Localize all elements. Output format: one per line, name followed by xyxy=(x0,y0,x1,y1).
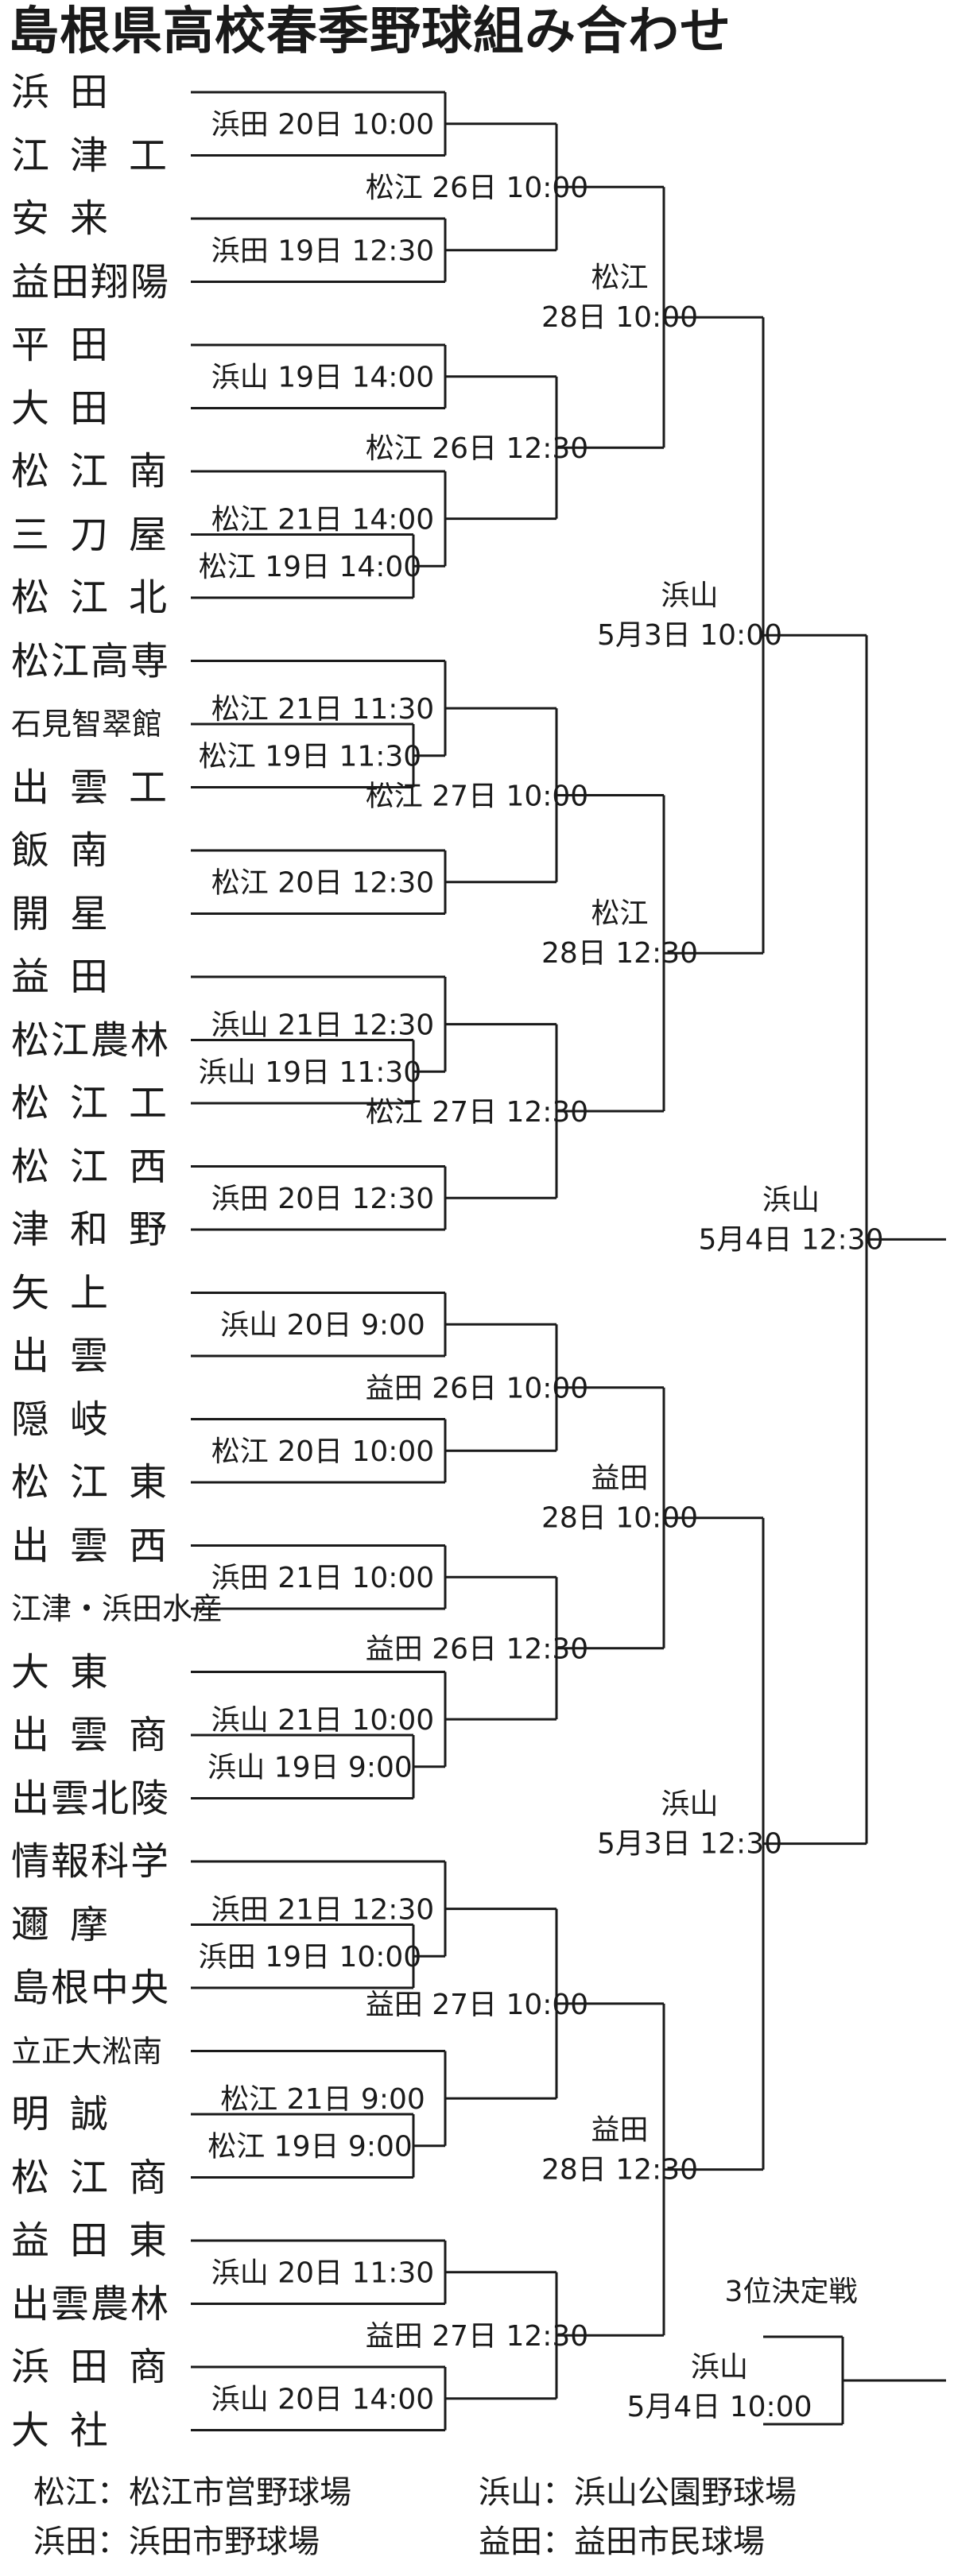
team-name: 隠岐 xyxy=(11,1396,130,1442)
game-label: 浜山 20日 14:00 xyxy=(211,2384,434,2416)
team-name: 飯南 xyxy=(11,828,130,873)
game-label: 浜山 21日 12:30 xyxy=(211,1009,434,1042)
team-name: 出雲商 xyxy=(11,1713,188,1757)
game-label: 浜田 19日 12:30 xyxy=(211,235,434,268)
game-date: 5月4日 10:00 xyxy=(627,2391,812,2423)
game-label: 浜田 21日 10:00 xyxy=(211,1562,434,1594)
team-list: 浜田江津工安来益田翔陽平田大田松江南三刀屋松江北松江高専石見智翠館出雲工飯南開星… xyxy=(0,0,223,2576)
game-label: 浜田 20日 12:30 xyxy=(211,1183,434,1215)
team-name: 矢上 xyxy=(11,1270,130,1315)
game-label: 浜山 20日 11:30 xyxy=(211,2257,434,2290)
team-name: 大田 xyxy=(11,385,130,431)
game-label: 浜田 20日 10:00 xyxy=(211,109,434,141)
game-venue: 浜山 xyxy=(762,1183,820,1216)
team-name: 石見智翠館 xyxy=(11,707,163,742)
game-label: 松江 20日 10:00 xyxy=(211,1435,434,1468)
team-name: 出雲西 xyxy=(11,1523,188,1568)
game-venue: 益田 xyxy=(591,2114,648,2147)
team-name: 三刀屋 xyxy=(11,512,188,557)
team-name: 明誠 xyxy=(11,2092,130,2136)
legend-row: 浜田：浜田市野球場 益田：益田市民球場 xyxy=(33,2517,924,2566)
team-name: 益田 xyxy=(11,955,130,999)
game-venue: 松江 xyxy=(591,261,648,294)
team-name: 安来 xyxy=(11,196,130,241)
game-label: 松江 21日 14:00 xyxy=(211,504,434,537)
team-name: 開星 xyxy=(11,891,130,936)
game-label: 浜山 19日 14:00 xyxy=(211,362,434,394)
game-date: 5月3日 12:30 xyxy=(597,1828,782,1861)
legend-item: 浜山：浜山公園野球場 xyxy=(479,2474,797,2511)
legend-item: 益田：益田市民球場 xyxy=(479,2524,765,2560)
venue-legend: 松江：松江市営野球場 浜山：浜山公園野球場 浜田：浜田市野球場 益田：益田市民球場 xyxy=(33,2468,924,2566)
game-venue: 浜山 xyxy=(661,579,718,612)
legend-item: 松江：松江市営野球場 xyxy=(33,2474,351,2511)
game-label: 松江 21日 9:00 xyxy=(220,2083,425,2116)
page-title: 島根県高校春季野球組み合わせ xyxy=(8,2,731,61)
team-name: 益田東 xyxy=(11,2218,188,2263)
legend-item: 浜田：浜田市野球場 xyxy=(33,2524,320,2560)
game-label: 松江 27日 10:00 xyxy=(366,780,588,812)
game-label: 浜山 20日 9:00 xyxy=(220,1309,425,1342)
team-name: 松江東 xyxy=(11,1460,188,1505)
team-name: 松江高専 xyxy=(11,638,171,684)
game-label: 浜田 21日 12:30 xyxy=(211,1894,434,1927)
game-venue: 松江 xyxy=(591,897,648,930)
team-name: 津和野 xyxy=(11,1207,188,1252)
team-name: 江津・浜田水産 xyxy=(11,1591,223,1626)
game-label: 松江 19日 14:00 xyxy=(199,551,421,583)
game-label: 益田 27日 10:00 xyxy=(366,1989,588,2021)
game-label: 松江 20日 12:30 xyxy=(211,867,434,900)
team-name: 平田 xyxy=(11,323,130,367)
team-name: 松江西 xyxy=(11,1144,188,1189)
team-name: 松江南 xyxy=(11,449,188,494)
team-name: 出雲工 xyxy=(11,765,188,810)
game-label: 益田 26日 10:00 xyxy=(366,1373,588,1405)
team-name: 出雲農林 xyxy=(11,2281,171,2326)
team-name: 益田翔陽 xyxy=(11,259,171,304)
game-label: 益田 26日 12:30 xyxy=(366,1633,588,1666)
team-name: 邇摩 xyxy=(11,1902,130,1947)
team-name: 情報科学 xyxy=(11,1839,171,1884)
game-label: 浜山 19日 9:00 xyxy=(207,1752,413,1784)
third-place-title: 3位決定戦 xyxy=(725,2276,858,2308)
team-name: 出雲北陵 xyxy=(11,1776,171,1821)
team-name: 立正大淞南 xyxy=(11,2033,163,2069)
team-name: 大東 xyxy=(11,1649,130,1695)
team-name: 江津工 xyxy=(11,133,188,178)
game-label: 浜田 19日 10:00 xyxy=(199,1941,421,1974)
team-name: 浜田商 xyxy=(11,2345,188,2389)
team-name: 松江商 xyxy=(11,2155,188,2200)
game-venue: 益田 xyxy=(591,1462,648,1495)
game-label: 松江 21日 11:30 xyxy=(211,693,434,726)
team-name: 松江農林 xyxy=(11,1017,171,1063)
team-name: 松江工 xyxy=(11,1081,188,1125)
game-label: 松江 26日 10:00 xyxy=(366,172,588,204)
game-label: 益田 27日 12:30 xyxy=(366,2320,588,2353)
team-name: 島根中央 xyxy=(11,1966,171,2010)
team-name: 出雲 xyxy=(11,1334,130,1378)
game-label: 松江 19日 11:30 xyxy=(199,741,421,773)
game-venue: 浜山 xyxy=(661,1788,718,1821)
game-label: 浜山 21日 10:00 xyxy=(211,1704,434,1737)
team-name: 松江北 xyxy=(11,575,188,620)
game-label: 松江 27日 12:30 xyxy=(366,1096,588,1129)
game-label: 浜山 19日 11:30 xyxy=(199,1056,421,1089)
team-name: 大社 xyxy=(11,2407,130,2453)
game-label: 松江 19日 9:00 xyxy=(207,2131,413,2163)
team-name: 浜田 xyxy=(11,70,130,114)
game-date: 5月4日 12:30 xyxy=(699,1223,884,1256)
game-venue: 浜山 xyxy=(691,2351,748,2384)
game-label: 松江 26日 12:30 xyxy=(366,432,588,465)
legend-row: 松江：松江市営野球場 浜山：浜山公園野球場 xyxy=(33,2468,924,2517)
game-date: 5月3日 10:00 xyxy=(597,619,782,652)
